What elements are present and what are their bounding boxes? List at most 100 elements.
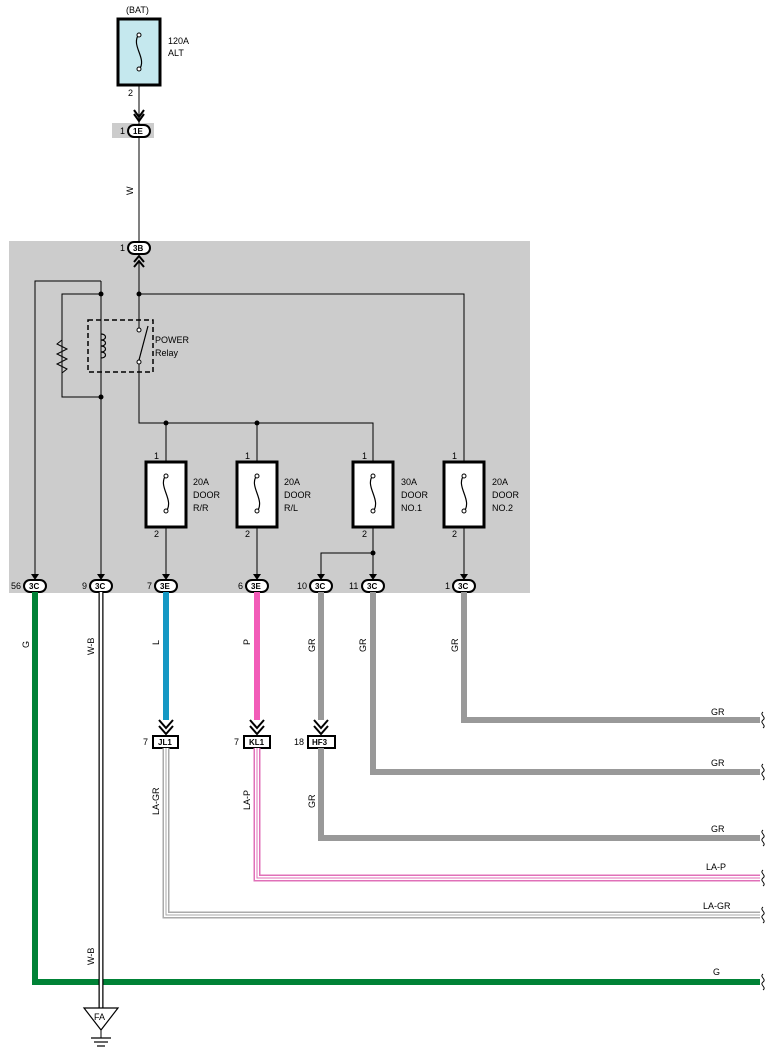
fuse-no2-l3: NO.2 — [492, 503, 513, 513]
wire-w-label: W — [125, 186, 135, 195]
hf3-id: HF3 — [312, 738, 328, 747]
alt-fuse-terminal-bottom — [136, 66, 142, 72]
c3c-1-id: 3C — [458, 582, 468, 591]
jl1-pin: 7 — [143, 737, 148, 747]
fuse-no1-l1: 30A — [401, 477, 417, 487]
fuse-no1-top-pin: 1 — [362, 451, 367, 461]
wire-la-p-label: LA-P — [242, 790, 252, 810]
c3c-9-pin: 9 — [82, 581, 87, 591]
break-marks — [761, 711, 765, 991]
wire-gr1-label: GR — [450, 638, 460, 652]
right-gr-top-label: GR — [711, 707, 725, 717]
fuse-rl-l2: DOOR — [284, 490, 312, 500]
arrow-1e — [133, 109, 145, 123]
c3c-1-pin: 1 — [445, 581, 450, 591]
c3c-56-id: 3C — [29, 582, 39, 591]
wire-gray-1 — [461, 592, 760, 723]
right-gr-low-label: GR — [711, 824, 725, 834]
fuse-rr-l1: 20A — [193, 477, 209, 487]
wire-g-label: G — [21, 641, 31, 648]
fuse-rl-l3: R/L — [284, 503, 298, 513]
kl1-pin: 7 — [234, 737, 239, 747]
junction-block — [9, 241, 530, 593]
wire-gr-hf3-label: GR — [307, 794, 317, 808]
c3c-9-id: 3C — [95, 582, 105, 591]
wire-gray-hf3 — [318, 748, 760, 841]
arrow-3b — [133, 254, 145, 268]
right-g-label: G — [713, 967, 720, 977]
wire-no1-10 — [320, 552, 373, 580]
alt-fuse-element — [135, 33, 143, 71]
wire-bus-no2 — [139, 293, 465, 462]
ground-triangle — [82, 1007, 120, 1031]
right-la-p-label: LA-P — [706, 862, 726, 872]
wire-wb-label: W-B — [86, 638, 96, 655]
c3c-10-id: 3C — [315, 582, 325, 591]
fuse-no1-bottom-pin: 2 — [362, 529, 367, 539]
alt-fuse-rating: 120A — [168, 36, 189, 46]
c3e-7-pin: 7 — [147, 581, 152, 591]
right-gr-mid-label: GR — [711, 758, 725, 768]
relay-switch — [138, 325, 149, 361]
c3b-connector — [127, 241, 151, 255]
ground-label: FA — [94, 1012, 105, 1022]
wire-la-gr-label: LA-GR — [151, 787, 161, 815]
c1e-pin: 1 — [120, 126, 125, 136]
wire-l-label: L — [151, 640, 161, 645]
fuse-door-no1 — [351, 460, 395, 529]
fuse-no1-l3: NO.1 — [401, 503, 422, 513]
fuse-no2-l1: 20A — [492, 477, 508, 487]
wire-gr10-label: GR — [307, 638, 317, 652]
right-la-gr-label: LA-GR — [703, 901, 731, 911]
c1e-id: 1E — [133, 127, 143, 136]
wire-green-g — [32, 592, 760, 985]
power-relay-box — [87, 319, 154, 373]
c3c-11-id: 3C — [367, 582, 377, 591]
bottom-arrows — [31, 574, 468, 580]
fuse-rr-bottom-pin: 2 — [154, 529, 159, 539]
fuse-no1-l2: DOOR — [401, 490, 429, 500]
hf3-pin: 18 — [294, 737, 304, 747]
c3b-id: 3B — [133, 244, 143, 253]
fuse-rl-l1: 20A — [284, 477, 300, 487]
arrow-kl1 — [249, 719, 265, 736]
fuse-no2-top-pin: 1 — [452, 451, 457, 461]
wire-gr11-label: GR — [358, 638, 368, 652]
fuse-rr-top-pin: 1 — [154, 451, 159, 461]
relay-coil — [100, 333, 107, 359]
wire-gray-11 — [370, 592, 760, 775]
c3e-6-pin: 6 — [238, 581, 243, 591]
wire-la-p-outer — [253, 748, 760, 882]
wire-la-p-center — [256, 748, 760, 879]
c3c-56-pin: 56 — [11, 581, 21, 591]
fuse-rr-l3: R/R — [193, 503, 209, 513]
wire-la-p-inner — [255, 748, 760, 880]
c3e-6-id: 3E — [251, 582, 261, 591]
c3e-7-id: 3E — [160, 582, 170, 591]
wire-p-label: P — [242, 639, 252, 645]
fuse-no2-bottom-pin: 2 — [452, 529, 457, 539]
alt-fuse-terminal-top — [136, 32, 142, 38]
resistor — [55, 339, 69, 374]
fuse-rr-l2: DOOR — [193, 490, 221, 500]
relay-label-2: Relay — [155, 348, 179, 358]
fuse-no2-l2: DOOR — [492, 490, 520, 500]
wire-56-loop — [34, 280, 101, 580]
relay-contact-top — [136, 327, 142, 333]
fuse-door-rl — [235, 460, 279, 529]
fuse-rl-top-pin: 1 — [245, 451, 250, 461]
wire-resistor — [61, 293, 101, 398]
alt-fuse-pin: 2 — [128, 88, 133, 98]
c3c-11-pin: 11 — [349, 581, 358, 591]
c3b-pin: 1 — [120, 243, 125, 253]
fuse-rl-bottom-pin: 2 — [245, 529, 250, 539]
arrow-jl1 — [158, 719, 174, 736]
kl1-id: KL1 — [249, 738, 265, 747]
wire-wb-lower-label: W-B — [86, 948, 96, 965]
relay-contact-bottom — [136, 359, 142, 365]
fuse-door-rr — [144, 460, 188, 529]
c3c-10-pin: 10 — [297, 581, 307, 591]
bat-label: (BAT) — [126, 5, 149, 15]
relay-label-1: POWER — [155, 335, 190, 345]
arrow-hf3 — [313, 719, 329, 736]
